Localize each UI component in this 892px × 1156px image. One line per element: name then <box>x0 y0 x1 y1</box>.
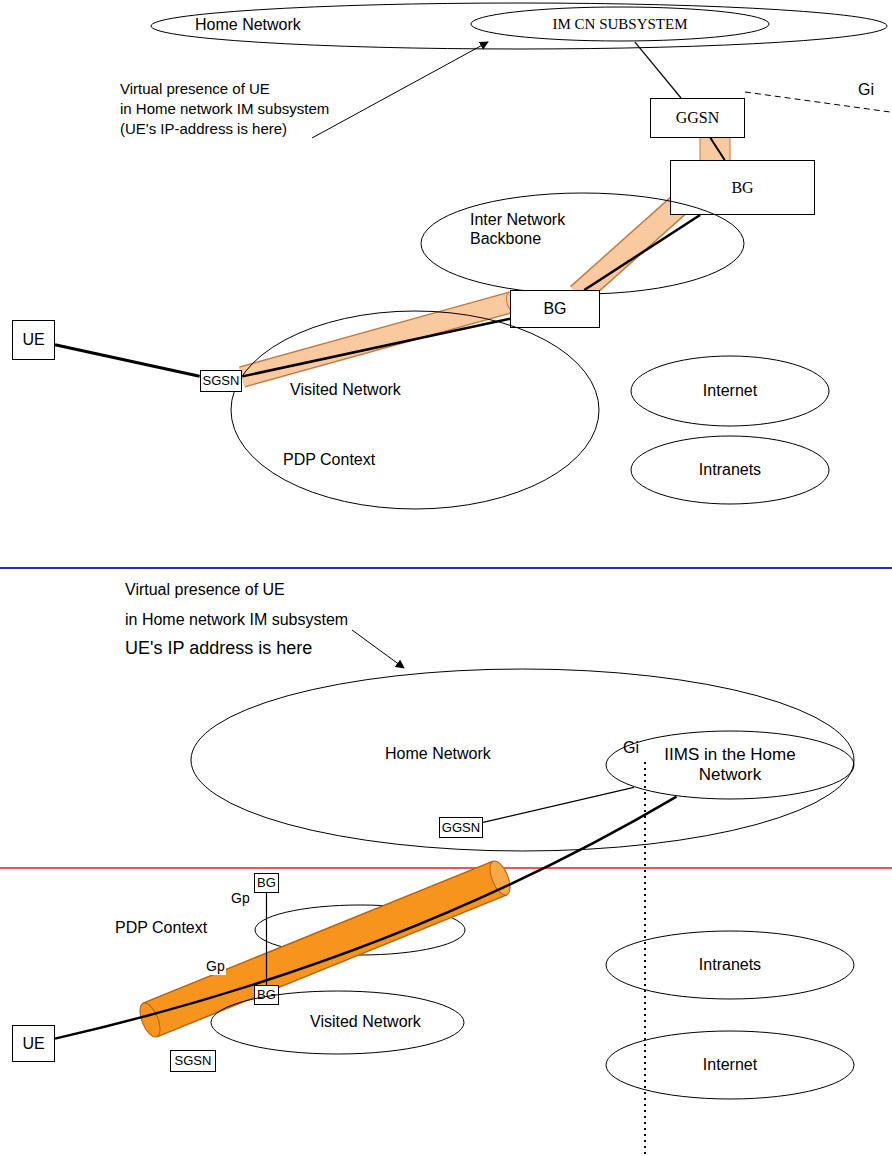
node-label: SGSN <box>203 373 240 389</box>
connector-line <box>635 42 681 98</box>
serving-node-box: SGSN <box>170 1050 216 1072</box>
connector-line <box>710 138 724 160</box>
node-label: Home Network <box>195 15 301 34</box>
serving-node-box: SGSN <box>200 370 243 392</box>
text-label: Gi <box>623 738 639 757</box>
gateway-box: GGSN <box>439 817 483 838</box>
node-label: Internet <box>703 1055 757 1074</box>
ue-box: UE <box>12 1025 55 1062</box>
connector-line <box>584 215 700 290</box>
network-ellipse: Visited Network <box>230 310 600 510</box>
separator-line <box>0 867 892 869</box>
connector-line <box>242 319 510 377</box>
node-label: GGSN <box>676 108 720 127</box>
text-label: Gp <box>205 958 226 975</box>
ue-box: UE <box>12 320 55 360</box>
backbone-ellipse: Inter Network Backbone <box>420 192 745 295</box>
border-gateway-box: BG <box>254 873 279 893</box>
node-label: SGSN <box>175 1053 212 1069</box>
node-label: Intranets <box>699 460 761 479</box>
node-label: BG <box>257 875 276 891</box>
subsystem-ellipse: IM CN SUBSYSTEM <box>470 6 770 42</box>
node-label: Intranets <box>699 955 761 974</box>
connector-line <box>266 893 267 985</box>
network-ellipse: Home Network IM CN SUBSYSTEM <box>150 2 888 50</box>
node-label: Visited Network <box>310 1012 421 1031</box>
callout-arrow <box>312 42 488 138</box>
tunnel-end <box>486 858 514 897</box>
tunnel <box>150 878 500 1020</box>
node-label: UE <box>22 1034 44 1053</box>
border-gateway-box: BG <box>510 290 600 328</box>
subsystem-ellipse: IIMS in the Home Network <box>605 730 855 800</box>
node-label: Visited Network <box>290 380 401 399</box>
text-label: Gi <box>858 80 874 99</box>
network-ellipse: Internet <box>630 355 830 427</box>
text-label: in Home network IM subsystem <box>120 100 329 118</box>
node-label: GGSN <box>442 820 480 836</box>
tunnel-outline <box>150 878 500 1020</box>
text-label: Gp <box>230 890 251 907</box>
node-label: Inter Network Backbone <box>470 210 620 248</box>
callout-arrow <box>352 630 404 668</box>
tunnel-end <box>136 1000 164 1039</box>
node-label: Home Network <box>385 744 491 763</box>
node-label: IIMS in the Home Network <box>648 745 813 786</box>
text-label: PDP Context <box>283 450 375 469</box>
text-label: Virtual presence of UE <box>120 80 270 98</box>
text-label: in Home network IM subsystem <box>125 610 348 629</box>
node-label: IM CN SUBSYSTEM <box>552 15 687 33</box>
text-label: (UE's IP-address is here) <box>120 120 287 138</box>
separator-line <box>0 567 892 569</box>
network-ellipse: Intranets <box>605 930 855 1000</box>
text-label: Virtual presence of UE <box>125 580 285 599</box>
ellipse-outline <box>420 192 745 295</box>
ellipse-outline <box>230 310 600 510</box>
gateway-box: GGSN <box>650 98 745 138</box>
node-label: BG <box>543 299 566 318</box>
text-label: UE's IP address is here <box>125 638 312 660</box>
connector-line <box>55 345 200 377</box>
node-label: UE <box>22 330 44 349</box>
node-label: BG <box>731 178 753 197</box>
network-ellipse: Intranets <box>630 435 830 505</box>
network-ellipse: Internet <box>605 1030 855 1100</box>
node-label: Internet <box>703 381 757 400</box>
network-ellipse: Home Network IIMS in the Home Network <box>190 668 855 852</box>
interface-line <box>644 762 646 1156</box>
tunnel <box>700 136 730 162</box>
connector-line <box>483 787 634 822</box>
text-label: PDP Context <box>115 918 207 937</box>
network-ellipse: Visited Network <box>210 990 465 1055</box>
connector-line <box>55 797 676 1039</box>
